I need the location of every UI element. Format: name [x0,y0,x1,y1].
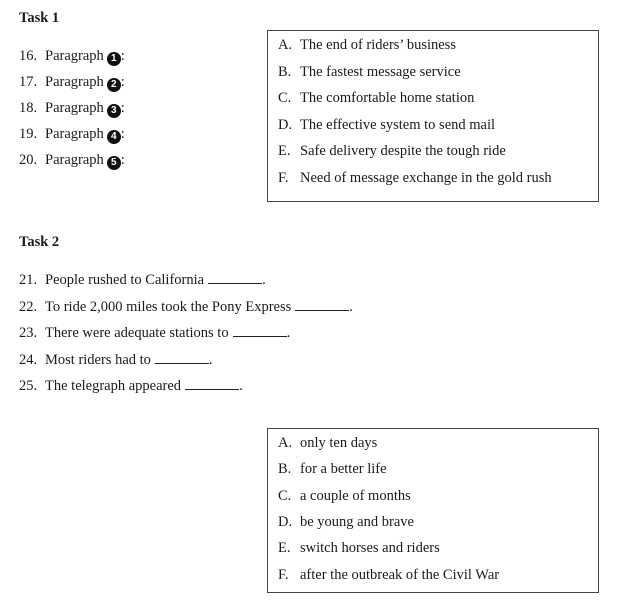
option-text: The comfortable home station [300,90,475,106]
paragraph-number-marker: 2 [106,78,121,92]
option-item: C. a couple of months [278,488,411,505]
colon: : [120,126,125,142]
question-text: The telegraph appeared [45,378,182,394]
option-item: B. The fastest message service [278,64,461,81]
option-letter: F. [278,566,289,583]
question-item: 24. Most riders had to. [19,351,213,369]
option-letter: D. [278,116,293,133]
period: . [262,272,266,288]
option-letter: B. [278,461,292,478]
option-letter: C. [278,487,292,504]
period: . [286,325,291,341]
question-text: People rushed to California [45,272,205,288]
option-item: D. be young and brave [278,514,414,531]
paragraph-number-marker: 1 [106,52,121,66]
answer-blank[interactable] [154,351,209,364]
question-number: 20. [19,152,38,168]
option-text: switch horses and riders [300,540,440,557]
period: . [349,298,353,315]
question-item: 21. People rushed to California. [19,271,266,289]
question-text: Most riders had to [45,351,151,368]
question-text: Paragraph [45,74,104,90]
question-number: 25. [19,378,38,394]
option-item: A. The end of riders’ business [278,37,456,54]
question-text: Paragraph [45,152,104,168]
option-text: a couple of months [300,487,411,504]
question-number: 17. [19,74,38,90]
question-item: 22. To ride 2,000 miles took the Pony Exp… [19,298,353,316]
option-text: The fastest message service [300,63,461,80]
option-letter: A. [278,37,293,53]
option-letter: E. [278,540,291,557]
option-item: C. The comfortable home station [278,90,474,107]
question-number: 22. [19,298,38,315]
option-text: The effective system to send mail [300,116,496,133]
question-number: 21. [19,272,38,288]
period: . [239,378,243,394]
option-text: for a better life [300,461,387,478]
option-letter: E. [278,143,291,159]
question-text: Paragraph [45,126,104,142]
option-item: F. after the outbreak of the Civil War [278,567,499,584]
option-text: only ten days [300,435,378,451]
option-letter: B. [278,63,292,80]
question-text: Paragraph [45,100,104,116]
colon: : [120,152,125,168]
colon: : [120,74,125,90]
question-text: There were adequate stations to [45,325,229,341]
option-text: The end of riders’ business [300,37,456,53]
task2-heading: Task 2 [19,234,60,250]
option-item: E. switch horses and riders [278,540,440,557]
option-text: Safe delivery despite the tough ride [300,143,506,159]
colon: : [120,100,125,116]
question-number: 19. [19,126,38,142]
option-item: B. for a better life [278,461,387,478]
option-item: E. Safe delivery despite the tough ride [278,143,506,160]
paragraph-number-marker: 4 [106,130,121,144]
option-item: F. Need of message exchange in the gold r… [278,170,552,187]
question-number: 24. [19,351,38,368]
question-number: 23. [19,325,38,341]
answer-blank[interactable] [208,271,263,284]
option-letter: D. [278,513,293,530]
option-text: after the outbreak of the Civil War [300,566,500,583]
question-item: 23. There were adequate stations to. [19,324,290,342]
answer-blank[interactable] [232,324,287,337]
paragraph-number-marker: 5 [106,156,121,170]
question-item: 25. The telegraph appeared. [19,377,243,395]
question-text: To ride 2,000 miles took the Pony Expres… [45,298,292,315]
option-item: A. only ten days [278,435,377,452]
colon: : [120,48,125,64]
question-number: 16. [19,48,38,64]
option-text: be young and brave [300,513,414,530]
answer-blank[interactable] [295,298,350,311]
option-text: Need of message exchange in the gold rus… [300,169,552,186]
answer-blank[interactable] [185,377,240,390]
option-letter: F. [278,169,289,186]
option-letter: A. [278,435,293,451]
period: . [208,351,213,368]
task1-heading: Task 1 [19,10,60,26]
question-text: Paragraph [45,48,104,64]
option-item: D. The effective system to send mail [278,117,495,134]
question-number: 18. [19,100,38,116]
option-letter: C. [278,90,292,106]
paragraph-number-marker: 3 [106,104,121,118]
